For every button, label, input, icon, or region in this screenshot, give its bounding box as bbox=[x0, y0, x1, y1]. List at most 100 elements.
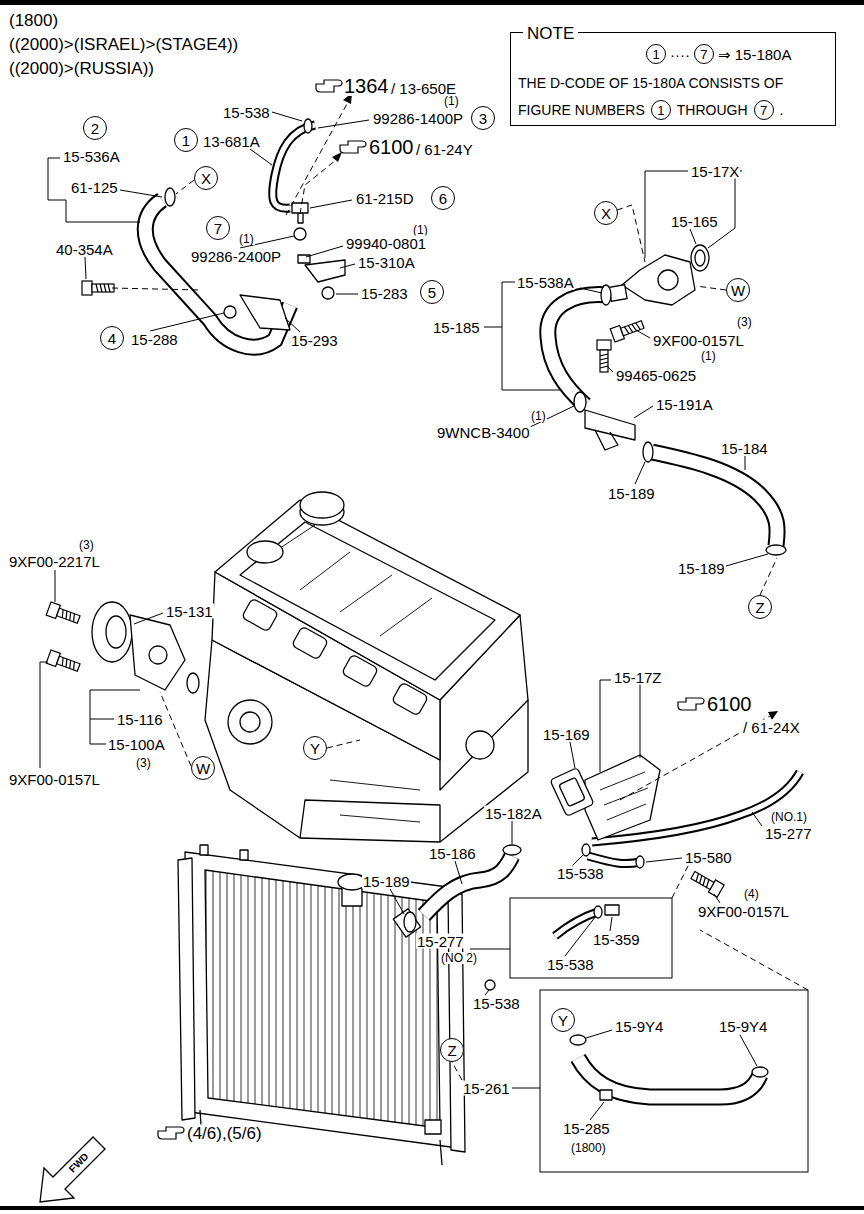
callout-number: Y bbox=[558, 1013, 568, 1028]
callout-number: W bbox=[196, 761, 210, 776]
callout-circle: 3 bbox=[471, 106, 495, 130]
part-label: 15-538 bbox=[222, 105, 271, 120]
callout-circle: 7 bbox=[206, 216, 230, 240]
callout-number: 4 bbox=[108, 331, 116, 346]
part-label: 15-182A bbox=[484, 806, 543, 821]
part-label: 15-169 bbox=[542, 727, 591, 742]
part-label: 99940-0801 bbox=[345, 236, 427, 251]
part-label: (3) bbox=[736, 316, 753, 328]
part-label: 15-185 bbox=[432, 320, 481, 335]
part-label: 99286-1400P bbox=[372, 111, 464, 126]
callout-circle: 4 bbox=[100, 326, 124, 350]
part-label: 15-288 bbox=[130, 332, 179, 347]
part-label: 9XF00-2217L bbox=[8, 554, 101, 569]
part-label: 15-17X bbox=[690, 164, 740, 179]
callout-circle: W bbox=[726, 278, 750, 302]
part-label: 15-165 bbox=[670, 214, 719, 229]
callout-circle: Y bbox=[551, 1008, 575, 1032]
part-label: (3) bbox=[78, 539, 95, 551]
part-label: 9WNCB-3400 bbox=[436, 425, 531, 440]
part-label: 15-538 bbox=[472, 996, 521, 1011]
note-text: THE D-CODE OF 15-180A CONSISTS OF bbox=[518, 76, 783, 90]
callout-circle: 6 bbox=[431, 186, 455, 210]
callout-number: 3 bbox=[479, 111, 487, 126]
part-label: 13-681A bbox=[202, 134, 261, 149]
note-box: NOTE····⇒ 15-180ATHE D-CODE OF 15-180A C… bbox=[510, 32, 836, 126]
part-label: ((2000)>(RUSSIA)) bbox=[8, 60, 155, 77]
note-text: ···· bbox=[670, 47, 690, 62]
part-label: 15-131 bbox=[165, 604, 214, 619]
part-label: 15-536A bbox=[62, 149, 121, 164]
part-label: 15-277 bbox=[764, 826, 813, 841]
part-label: 15-310A bbox=[357, 255, 416, 270]
callout-number: 1 bbox=[657, 104, 664, 117]
callout-number: 1 bbox=[182, 133, 190, 148]
part-label: 9XF00-0157L bbox=[652, 333, 745, 348]
callout-number: 7 bbox=[760, 104, 767, 117]
callout-number: 7 bbox=[700, 48, 707, 61]
callout-circle: 1 bbox=[651, 100, 671, 120]
part-label: 15-191A bbox=[655, 397, 714, 412]
part-label: 15-285 bbox=[562, 1121, 611, 1136]
note-text: ⇒ 15-180A bbox=[718, 47, 791, 62]
part-label: (4) bbox=[743, 888, 760, 900]
part-label: 15-359 bbox=[592, 932, 641, 947]
callout-circle: Y bbox=[303, 736, 327, 760]
callout-number: 6 bbox=[439, 191, 447, 206]
callout-circle: 7 bbox=[694, 44, 714, 64]
callout-circle: Z bbox=[440, 1038, 464, 1062]
callout-number: Y bbox=[310, 741, 320, 756]
callout-circle: Z bbox=[748, 595, 772, 619]
part-label: FWD bbox=[67, 1151, 92, 1176]
part-label: 6100 bbox=[706, 694, 753, 714]
part-label: 40-354A bbox=[55, 242, 114, 257]
part-label: 9XF00-0157L bbox=[697, 904, 790, 919]
part-label: 99286-2400P bbox=[190, 249, 282, 264]
part-label: / 13-650E bbox=[390, 81, 457, 96]
callout-circle: 1 bbox=[646, 44, 666, 64]
callout-number: W bbox=[731, 283, 745, 298]
part-label: 61-215D bbox=[355, 191, 415, 206]
callout-number: 5 bbox=[428, 285, 436, 300]
callout-number: 2 bbox=[91, 121, 99, 136]
part-label: 15-9Y4 bbox=[614, 1019, 664, 1034]
callout-circle: W bbox=[191, 756, 215, 780]
callout-number: 1 bbox=[652, 48, 659, 61]
part-label: 99465-0625 bbox=[615, 368, 697, 383]
part-label: (1) bbox=[238, 233, 255, 245]
part-label: 15-186 bbox=[428, 846, 477, 861]
callout-circle: 1 bbox=[174, 128, 198, 152]
callout-circle: 2 bbox=[83, 116, 107, 140]
note-text: . bbox=[780, 103, 784, 117]
part-label: 15-189 bbox=[677, 561, 726, 576]
part-label: / 61-24X bbox=[742, 720, 801, 735]
part-label: 15-283 bbox=[360, 286, 409, 301]
callout-circle: 5 bbox=[420, 280, 444, 304]
part-label: 15-189 bbox=[362, 874, 411, 889]
part-label: (1) bbox=[530, 410, 547, 422]
part-label: 15-17Z bbox=[613, 670, 663, 685]
part-label: (1800) bbox=[8, 12, 59, 29]
part-label: ((2000)>(ISRAEL)>(STAGE4)) bbox=[8, 36, 239, 53]
note-text: NOTE bbox=[523, 25, 578, 42]
note-text: FIGURE NUMBERS bbox=[518, 103, 645, 117]
part-label: 15-277 bbox=[416, 934, 465, 949]
part-label: / 61-24Y bbox=[415, 142, 474, 157]
part-label: 15-538 bbox=[556, 866, 605, 881]
part-label: 15-116 bbox=[116, 712, 164, 727]
part-label: 15-293 bbox=[290, 333, 339, 348]
callout-number: X bbox=[601, 206, 611, 221]
callout-number: Z bbox=[755, 600, 764, 615]
part-label: 9XF00-0157L bbox=[8, 772, 101, 787]
part-label: (NO 2) bbox=[440, 952, 478, 964]
part-label: 15-538 bbox=[546, 957, 595, 972]
part-label: (3) bbox=[135, 757, 152, 769]
part-label: (NO.1) bbox=[770, 811, 808, 823]
callout-circle: 7 bbox=[754, 100, 774, 120]
part-label: (4/6),(5/6) bbox=[186, 1125, 263, 1142]
callout-number: 7 bbox=[214, 221, 222, 236]
note-text: THROUGH bbox=[677, 103, 748, 117]
part-label: 6100 bbox=[368, 137, 415, 157]
part-label: 15-538A bbox=[516, 275, 575, 290]
part-label: 15-261 bbox=[462, 1081, 511, 1096]
